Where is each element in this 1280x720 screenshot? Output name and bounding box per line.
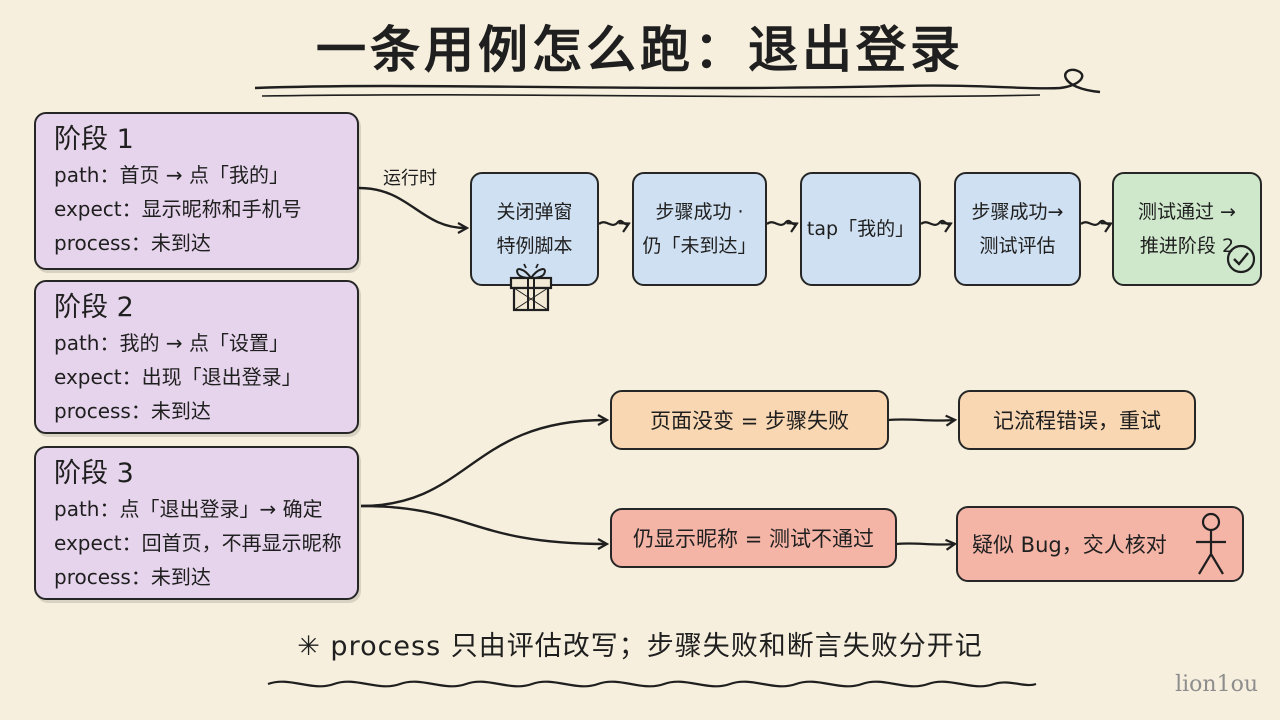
outcome-record-flow-error: 记流程错误，重试 — [958, 390, 1196, 450]
runtime-label: 运行时 — [383, 168, 437, 189]
outcome-suspected-bug: 疑似 Bug，交人核对 — [956, 506, 1244, 582]
outcome-suspected-bug-label: 疑似 Bug，交人核对 — [972, 533, 1167, 557]
arrow-stage1-to-flow — [358, 186, 466, 228]
stage-expect: expect：显示昵称和手机号 — [54, 197, 302, 221]
flow-step-close-popup: 关闭弹窗 特例脚本 — [470, 172, 599, 286]
arrow-stage3-to-unchanged — [360, 420, 606, 508]
signature: lion1ou — [1175, 672, 1258, 697]
stage-path: path：我的 → 点「设置」 — [54, 331, 289, 355]
flow-step-success-evaluate: 步骤成功→ 测试评估 — [954, 172, 1081, 286]
page-title: 一条用例怎么跑：退出登录 — [316, 21, 964, 79]
flow-step-test-passed: 测试通过 → 推进阶段 2 — [1112, 172, 1262, 286]
arrow-flow-1-2 — [598, 219, 628, 225]
stage-3-card: 阶段 3 path：点「退出登录」→ 确定 expect：回首页，不再显示昵称 … — [34, 446, 359, 600]
stage-process: process：未到达 — [54, 231, 211, 255]
stick-figure-icon — [1196, 512, 1226, 575]
check-circle-icon — [1226, 244, 1256, 274]
stage-title: 阶段 1 — [54, 124, 134, 155]
stage-1-card: 阶段 1 path：首页 → 点「我的」 expect：显示昵称和手机号 pro… — [34, 112, 359, 270]
stage-process: process：未到达 — [54, 399, 211, 423]
outcome-still-nickname: 仍显示昵称 = 测试不通过 — [610, 508, 897, 568]
outcome-page-unchanged: 页面没变 = 步骤失败 — [610, 390, 889, 450]
gift-icon — [509, 263, 553, 312]
stage-path: path：首页 → 点「我的」 — [54, 163, 289, 187]
stage-path: path：点「退出登录」→ 确定 — [54, 497, 323, 521]
stage-expect: expect：回首页，不再显示昵称 — [54, 531, 342, 555]
arrow-flow-2-3 — [766, 219, 796, 225]
arrow-flow-3-4 — [920, 219, 950, 225]
stage-title: 阶段 2 — [54, 292, 134, 323]
flow-step-success-not-reached: 步骤成功 · 仍「未到达」 — [632, 172, 767, 286]
stage-process: process：未到达 — [54, 565, 211, 589]
arrow-flow-4-5 — [1080, 219, 1110, 225]
title-underline — [254, 68, 1101, 94]
footnote: ✳ process 只由评估改写；步骤失败和断言失败分开记 — [297, 631, 983, 662]
footnote-underline — [267, 680, 1037, 688]
arrow-stage3-to-nickname — [360, 504, 606, 544]
stage-2-card: 阶段 2 path：我的 → 点「设置」 expect：出现「退出登录」 pro… — [34, 280, 359, 434]
arrow-nickname-to-action — [896, 543, 954, 544]
arrow-unchanged-to-action — [888, 419, 954, 420]
flow-step-tap-mine: tap「我的」 — [800, 172, 921, 286]
stage-title: 阶段 3 — [54, 458, 134, 489]
stage-expect: expect：出现「退出登录」 — [54, 365, 302, 389]
